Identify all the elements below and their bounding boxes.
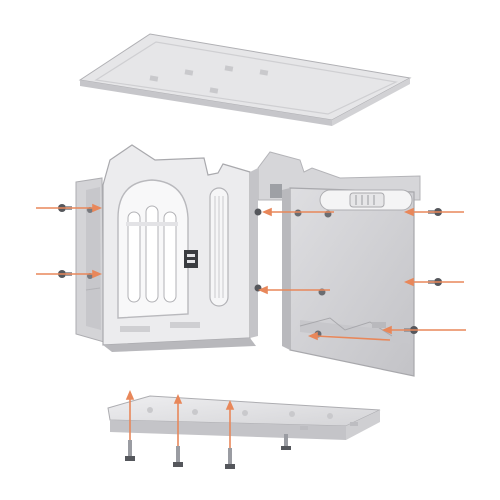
screw-icon <box>294 209 302 217</box>
vertical-arrows <box>125 389 235 458</box>
orange-arrow-icon <box>257 285 330 295</box>
orange-arrow-icon <box>307 331 391 341</box>
orange-arrow-icon <box>403 207 464 217</box>
screw-icon <box>125 440 135 461</box>
right-side-panel <box>282 187 415 377</box>
horizontal-arrows <box>36 203 466 341</box>
door-latch-icon <box>184 250 198 268</box>
orange-arrow-icon <box>403 277 464 287</box>
left-side-panel <box>75 177 105 343</box>
screw-icon <box>281 434 291 450</box>
screw-icon <box>254 208 262 216</box>
orange-arrow-icon <box>36 203 103 213</box>
screw-icon <box>225 448 235 469</box>
floor-screws <box>125 434 291 469</box>
front-panel-with-door <box>102 144 258 352</box>
orange-arrow-icon <box>36 269 103 279</box>
floor-panel <box>107 395 381 440</box>
orange-arrow-icon <box>261 207 334 217</box>
orange-arrow-icon <box>381 325 466 335</box>
screw-icon <box>173 446 183 467</box>
roof-panel <box>78 33 412 126</box>
